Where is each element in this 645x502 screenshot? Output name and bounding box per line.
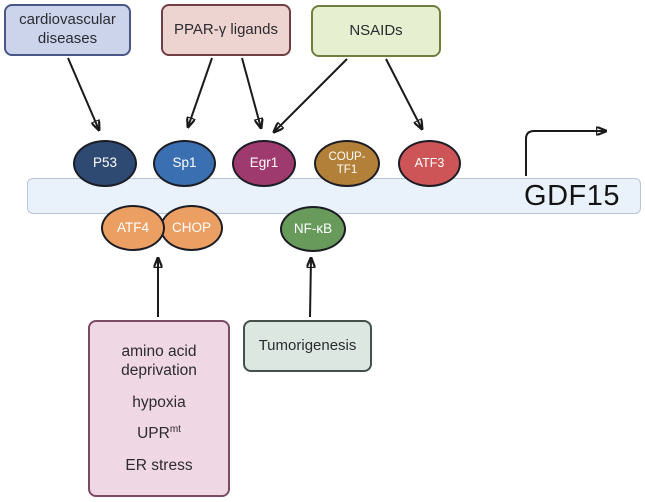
nsaids-label: NSAIDs — [349, 21, 403, 39]
nsaids-box: NSAIDs — [311, 5, 441, 57]
transcription-start-site-arrow — [525, 131, 606, 176]
arrow-nsaids-to-egr1 — [274, 58, 348, 132]
tf-sp1-ellipse: Sp1 — [153, 140, 216, 187]
gdf15-gene-label: GDF15 — [524, 179, 620, 212]
tf-sp1-label: Sp1 — [172, 155, 197, 171]
tf-atf4-label: ATF4 — [116, 219, 149, 235]
tumorigenesis-box: Tumorigenesis — [243, 320, 372, 372]
upr-superscript: mt — [169, 424, 181, 436]
arrow-tumorigenesis-to-nfkb — [310, 258, 311, 318]
tf-atf3-label: ATF3 — [414, 155, 445, 170]
upr-base-text: UPR — [137, 425, 170, 443]
tf-egr1-ellipse: Egr1 — [232, 140, 296, 187]
tf-chop-ellipse: CHOP — [160, 205, 223, 251]
tf-nfkb-ellipse: NF-κB — [280, 206, 346, 252]
arrow-ppar-to-egr1 — [241, 57, 261, 128]
cardiovascular-diseases-label: cardiovascular diseases — [19, 11, 116, 47]
tf-chop-label: CHOP — [171, 219, 211, 235]
tf-coup-tf1-ellipse: COUP-TF1 — [314, 140, 380, 187]
tf-p53-label: P53 — [92, 155, 118, 171]
tf-nfkb-label: NF-κB — [293, 220, 333, 236]
arrow-ppar-to-sp1 — [188, 57, 213, 127]
upr-mt-label: UPRmt — [137, 424, 181, 443]
ppar-gamma-ligands-label: PPAR-γ ligands — [174, 20, 278, 38]
tumorigenesis-label: Tumorigenesis — [258, 336, 357, 354]
tf-atf4-ellipse: ATF4 — [101, 205, 165, 251]
amino-acid-deprivation-label: amino acid deprivation — [121, 343, 197, 380]
cellular-stress-box: amino acid deprivation hypoxia UPRmt ER … — [88, 320, 230, 497]
tf-egr1-label: Egr1 — [249, 155, 279, 171]
arrow-nsaids-to-atf3 — [385, 58, 422, 129]
tf-coup-tf1-label: COUP-TF1 — [328, 151, 366, 176]
tf-p53-ellipse: P53 — [73, 140, 137, 187]
hypoxia-label: hypoxia — [132, 393, 186, 411]
cardiovascular-diseases-box: cardiovascular diseases — [4, 4, 131, 56]
arrow-cardio-to-p53 — [67, 57, 99, 130]
er-stress-label: ER stress — [125, 456, 193, 474]
ppar-gamma-ligands-box: PPAR-γ ligands — [161, 4, 291, 56]
tf-atf3-ellipse: ATF3 — [398, 140, 461, 187]
